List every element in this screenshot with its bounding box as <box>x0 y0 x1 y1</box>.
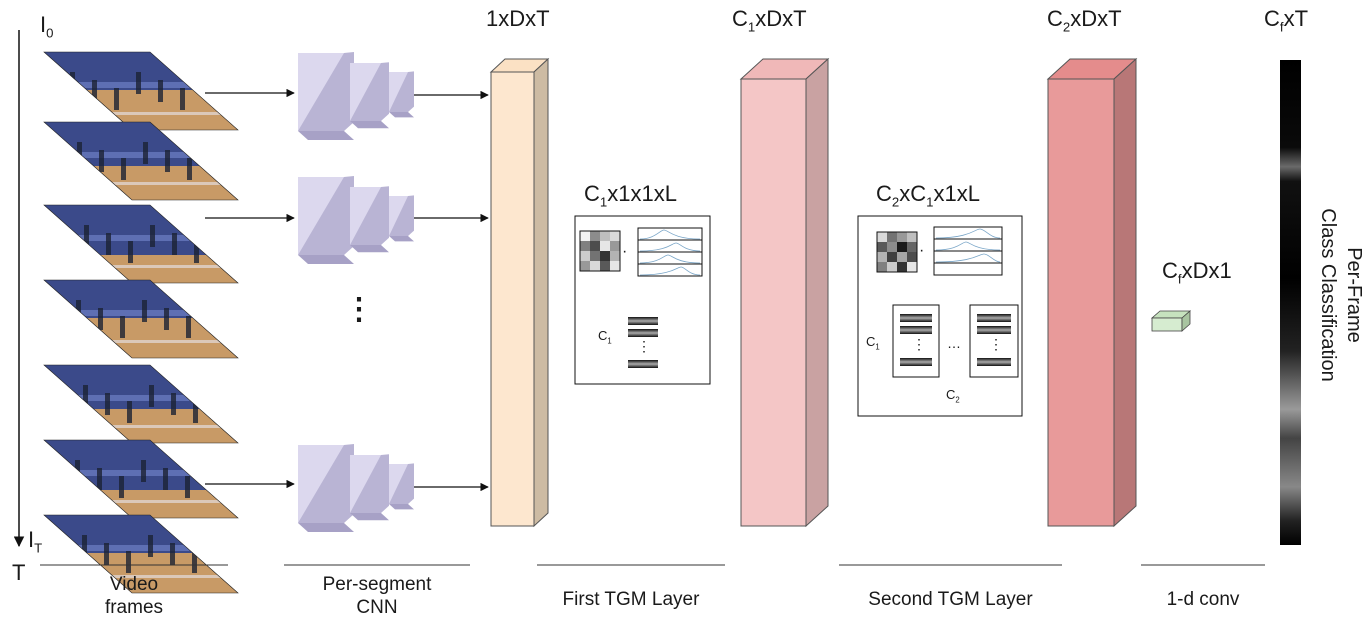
axis-end-label: IT <box>28 527 43 556</box>
output-label-line1: Per-Frame <box>1343 247 1365 343</box>
tgm2-vdots-2: ⋮ <box>989 336 1003 352</box>
output-label-line2: Class Classification <box>1317 208 1339 382</box>
axis-start-label: I0 <box>40 12 54 41</box>
tgm2-kernel-inset <box>857 215 1023 417</box>
conv-kernel-label: CfxDx1 <box>1162 258 1232 287</box>
tgm1-temporal-filter <box>628 317 658 368</box>
tgm2-dot: · <box>919 242 925 259</box>
cnn-block-2 <box>298 176 414 264</box>
tgm1-gaussian-grid <box>579 230 621 272</box>
input-volume <box>489 57 550 528</box>
per-frame-output-bar <box>1280 60 1301 545</box>
final-output-dim-label: CfxT <box>1264 6 1309 35</box>
video-frame <box>43 279 239 359</box>
section-second-tgm: Second TGM Layer <box>868 589 1033 610</box>
tgm1-output-volume <box>739 57 830 528</box>
tgm2-output-volume <box>1046 57 1138 528</box>
tgm1-dot: · <box>622 243 628 260</box>
axis-time-label: T <box>12 560 26 585</box>
conv-kernel-block <box>1150 310 1192 332</box>
cnn-blocks <box>298 52 414 532</box>
tgm2-kernel-label: C2xC1x1xL <box>876 181 980 210</box>
cnn-vertical-ellipsis: ⋮ <box>344 293 374 326</box>
tgm2-gaussian-curves <box>933 226 1003 276</box>
tgm1-c1-label: C1 <box>598 328 612 346</box>
tgm2-c2-label: C2 <box>946 387 960 405</box>
tgm2-gaussian-grid <box>876 231 918 273</box>
tgm2-output-dim-label: C2xDxT <box>1047 6 1122 35</box>
cnn-block-1 <box>298 52 414 140</box>
section-1d-conv: 1-d conv <box>1166 589 1240 610</box>
tgm1-kernel-label: C1x1x1xL <box>584 181 677 210</box>
tgm2-ellipsis: … <box>947 335 961 351</box>
tgm2-vdots-1: ⋮ <box>912 336 926 352</box>
tgm1-vdots: ⋮ <box>637 338 651 354</box>
tgm1-kernel-inset <box>574 215 711 385</box>
input-dim-label: 1xDxT <box>486 6 550 31</box>
tgm1-output-dim-label: C1xDxT <box>732 6 807 35</box>
video-frames-stack <box>43 51 239 594</box>
tgm2-c1-label: C1 <box>866 334 880 352</box>
connection-arrows <box>205 88 489 492</box>
section-first-tgm: First TGM Layer <box>562 589 700 610</box>
video-frame <box>43 121 239 201</box>
output-label: Per-Frame Class Classification <box>1311 190 1370 400</box>
cnn-block-3 <box>298 444 414 532</box>
tgm1-gaussian-curves <box>637 227 703 277</box>
